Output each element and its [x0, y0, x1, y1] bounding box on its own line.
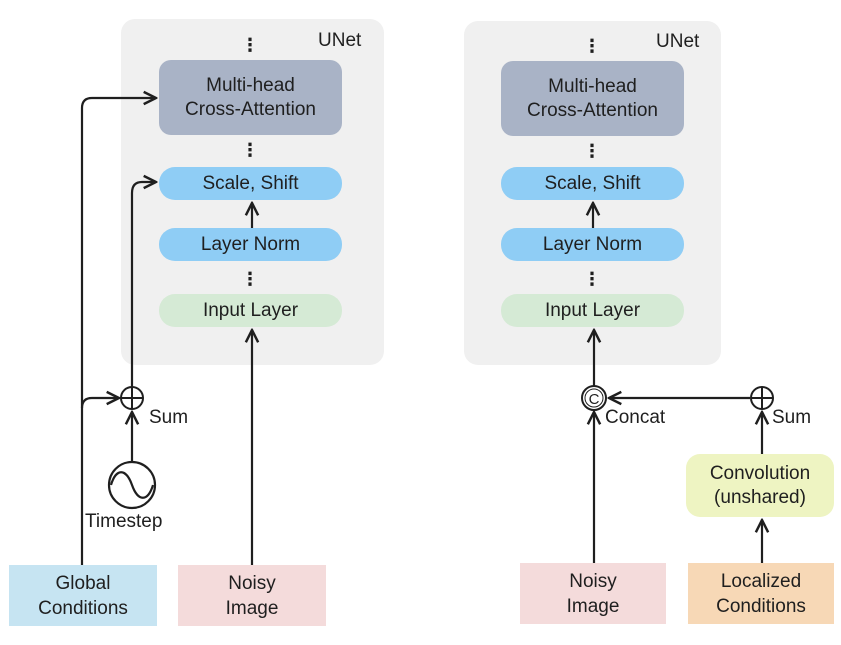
left-input-layer-block: Input Layer [159, 294, 342, 327]
localized-conditions-box: Localized Conditions [688, 563, 834, 624]
sum-to-scaleshift-arrow [130, 182, 156, 387]
left-sum-label: Sum [149, 407, 189, 428]
right-mha-block: Multi-head Cross-Attention [501, 61, 684, 136]
right-noisy-image-box: Noisy Image [520, 563, 666, 624]
global-conditions-box: Global Conditions [9, 565, 157, 626]
right-scale-shift-block: Scale, Shift [501, 167, 684, 200]
right-unet-label: UNet [656, 31, 700, 52]
right-mid-ellipsis: ⋮ [583, 141, 601, 161]
left-sum-icon [120, 386, 144, 410]
svg-text:C: C [589, 391, 600, 408]
right-sum-icon [750, 386, 774, 410]
left-mid-ellipsis: ⋮ [241, 140, 259, 160]
left-scale-shift-block: Scale, Shift [159, 167, 342, 200]
global-to-mha-arrow [80, 98, 156, 565]
left-mha-block: Multi-head Cross-Attention [159, 60, 342, 135]
left-noisy-image-box: Noisy Image [178, 565, 326, 626]
convolution-block: Convolution (unshared) [686, 454, 834, 517]
timestep-label: Timestep [85, 511, 163, 532]
concat-label: Concat [605, 407, 666, 428]
right-layer-norm-block: Layer Norm [501, 228, 684, 261]
left-top-ellipsis: ⋮ [241, 35, 259, 55]
right-input-layer-block: Input Layer [501, 294, 684, 327]
right-sum-label: Sum [772, 407, 812, 428]
timestep-sine-icon [107, 460, 157, 510]
left-low-ellipsis: ⋮ [241, 269, 259, 289]
concat-icon: C [581, 385, 607, 411]
right-top-ellipsis: ⋮ [583, 36, 601, 56]
left-layer-norm-block: Layer Norm [159, 228, 342, 261]
right-low-ellipsis: ⋮ [583, 269, 601, 289]
global-to-sum-arrow [80, 398, 119, 409]
left-unet-label: UNet [318, 30, 362, 51]
